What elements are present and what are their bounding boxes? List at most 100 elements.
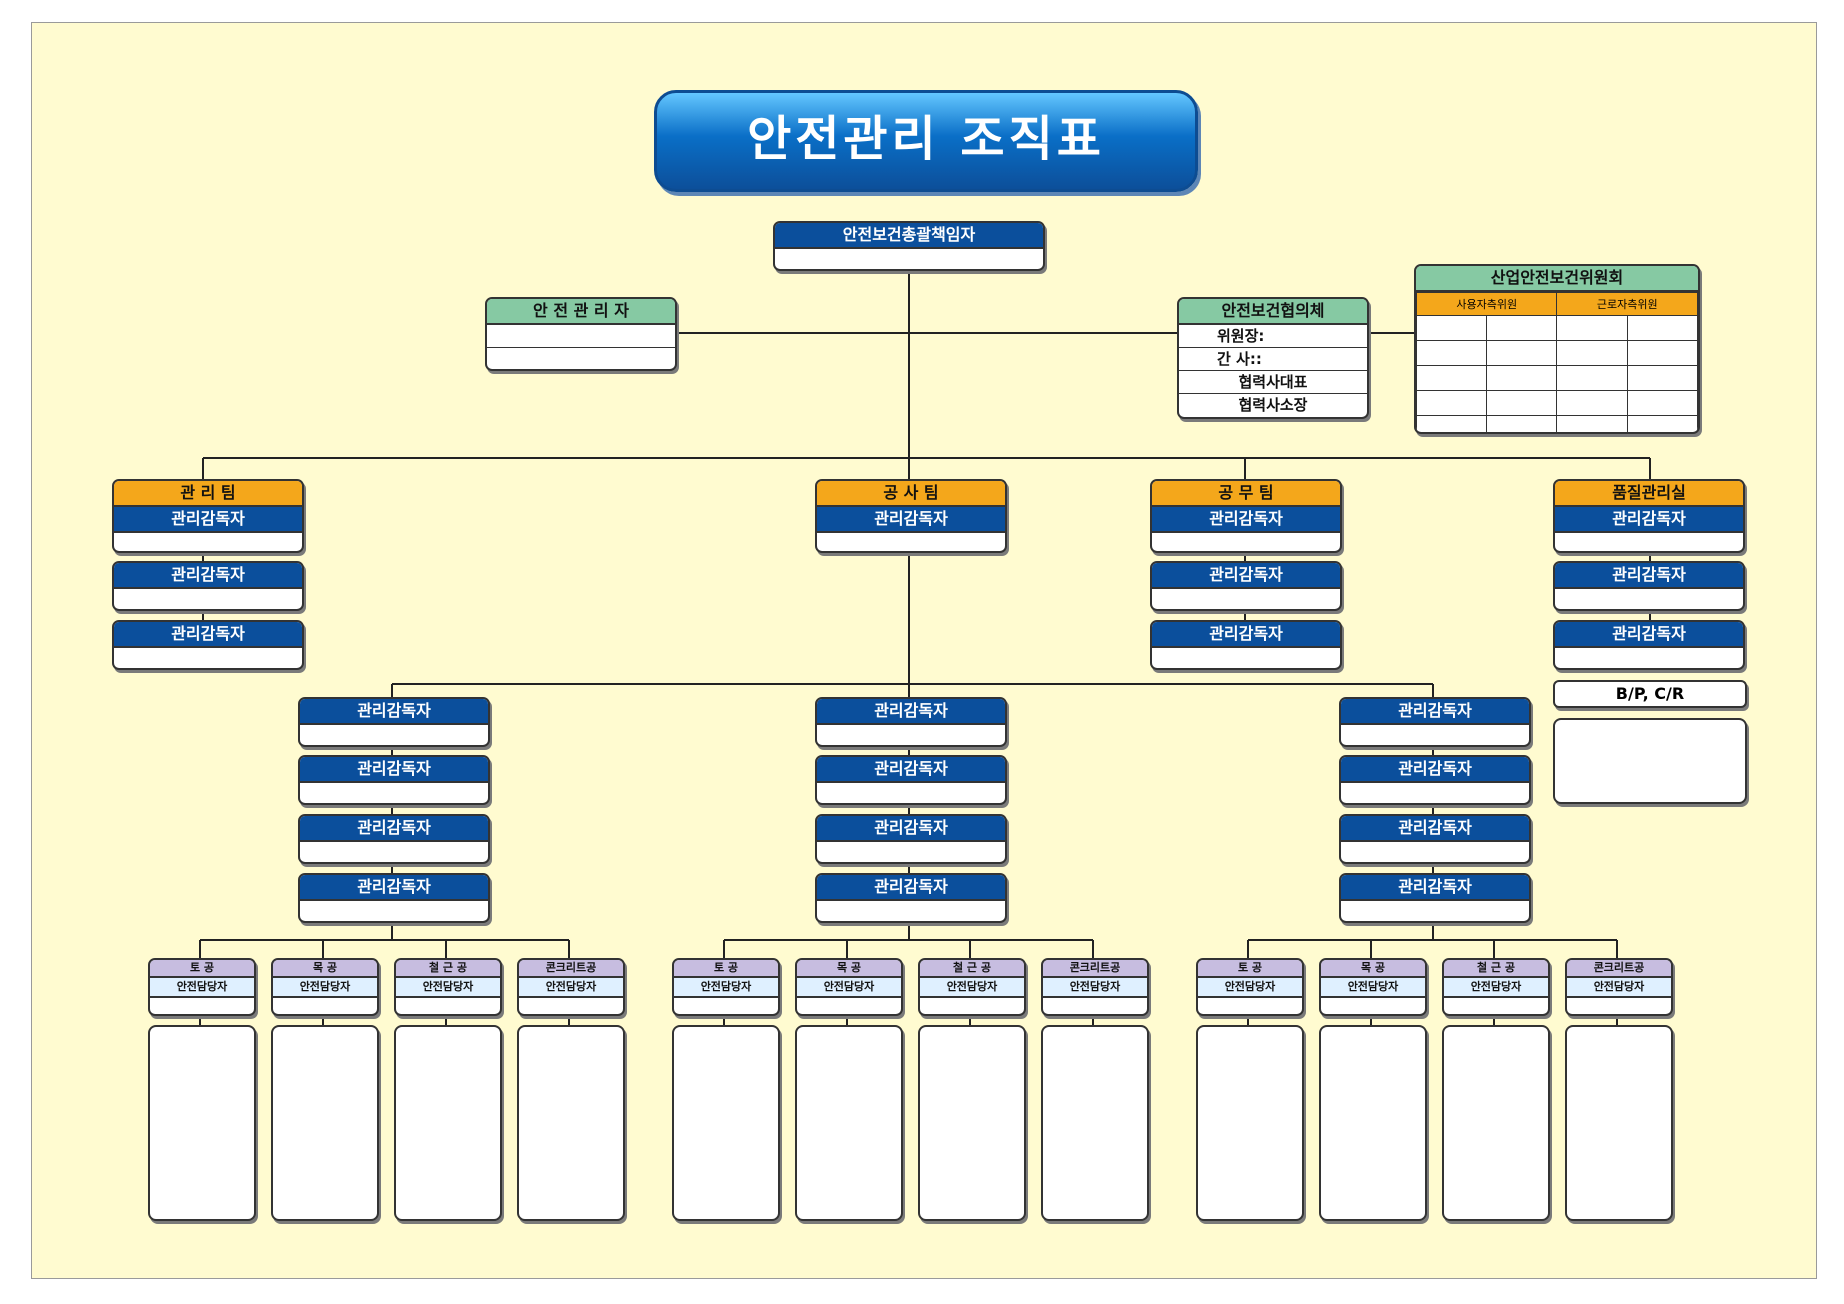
supervisor-box-quality-3: 관리감독자	[1553, 620, 1745, 670]
council-row-partner-rep: 협력사대표	[1179, 371, 1367, 394]
trade-role: 안전담당자	[396, 978, 500, 998]
supervisor-label: 관리감독자	[114, 507, 302, 533]
bp-cr-label: B/P, C/R	[1553, 680, 1747, 708]
trade-detail-box-2-2	[795, 1025, 903, 1221]
trade-name: 토 공	[150, 960, 254, 978]
supervisor-box-public-3: 관리감독자	[1150, 620, 1342, 670]
industrial-safety-committee-box: 산업안전보건위원회 사용자측위원 근로자측위원	[1414, 264, 1700, 434]
general-manager-title: 안전보건총괄책임자	[775, 223, 1043, 249]
trade-name: 철 근 공	[396, 960, 500, 978]
trade-detail-box-3-3	[1442, 1025, 1550, 1221]
council-row-partner-manager: 협력사소장	[1238, 396, 1308, 414]
trade-name: 콘크리트공	[1043, 960, 1147, 978]
supervisor-label: 관리감독자	[1152, 507, 1340, 533]
team-box-management: 관 리 팀 관리감독자	[112, 479, 304, 553]
trade-detail-box-1-1	[148, 1025, 256, 1221]
supervisor-label: 관리감독자	[114, 563, 302, 589]
trade-name: 목 공	[1321, 960, 1425, 978]
trade-name: 철 근 공	[1444, 960, 1548, 978]
team-box-construction: 공 사 팀 관리감독자	[815, 479, 1007, 553]
supervisor-label: 관리감독자	[1555, 563, 1743, 589]
council-title: 안전보건협의체	[1179, 299, 1367, 325]
trade-detail-box-3-1	[1196, 1025, 1304, 1221]
trade-role: 안전담당자	[150, 978, 254, 998]
supervisor-label: 관리감독자	[817, 875, 1005, 901]
trade-name: 철 근 공	[920, 960, 1024, 978]
supervisor-box-center-2: 관리감독자	[815, 755, 1007, 805]
trade-detail-box-2-4	[1041, 1025, 1149, 1221]
supervisor-box-quality-2: 관리감독자	[1553, 561, 1745, 611]
general-manager-box: 안전보건총괄책임자	[773, 221, 1045, 271]
trade-detail-box-2-3	[918, 1025, 1026, 1221]
supervisor-box-right-1: 관리감독자	[1339, 697, 1531, 747]
council-row-secretary: 간 사::	[1179, 348, 1367, 371]
supervisor-box-left-1: 관리감독자	[298, 697, 490, 747]
council-row-chair: 위원장:	[1179, 325, 1367, 348]
supervisor-label: 관리감독자	[300, 875, 488, 901]
supervisor-box-center-3: 관리감독자	[815, 814, 1007, 864]
supervisor-label: 관리감독자	[1555, 507, 1743, 533]
trade-role: 안전담당자	[1198, 978, 1302, 998]
trade-name: 토 공	[1198, 960, 1302, 978]
trade-detail-box-2-1	[672, 1025, 780, 1221]
trade-role: 안전담당자	[797, 978, 901, 998]
trade-role: 안전담당자	[1567, 978, 1671, 998]
supervisor-label: 관리감독자	[1152, 622, 1340, 648]
safety-health-council-box: 안전보건협의체 위원장: 간 사:: 협력사대표 협력사소장	[1177, 297, 1369, 419]
supervisor-box-center-1: 관리감독자	[815, 697, 1007, 747]
team-box-public-works: 공 무 팀 관리감독자	[1150, 479, 1342, 553]
supervisor-label: 관리감독자	[1341, 757, 1529, 783]
supervisor-label: 관리감독자	[817, 816, 1005, 842]
team-name: 관 리 팀	[114, 481, 302, 507]
team-name: 품질관리실	[1555, 481, 1743, 507]
team-box-quality: 품질관리실 관리감독자	[1553, 479, 1745, 553]
safety-manager-title: 안 전 관 리 자	[487, 299, 675, 325]
supervisor-box-public-2: 관리감독자	[1150, 561, 1342, 611]
trade-role: 안전담당자	[920, 978, 1024, 998]
trade-name: 목 공	[797, 960, 901, 978]
team-name: 공 무 팀	[1152, 481, 1340, 507]
supervisor-label: 관리감독자	[1152, 563, 1340, 589]
safety-manager-box: 안 전 관 리 자	[485, 297, 677, 371]
trade-role: 안전담당자	[519, 978, 623, 998]
trade-detail-box-1-3	[394, 1025, 502, 1221]
supervisor-box-right-2: 관리감독자	[1339, 755, 1531, 805]
supervisor-label: 관리감독자	[1341, 875, 1529, 901]
trade-name: 콘크리트공	[1567, 960, 1671, 978]
trade-name: 콘크리트공	[519, 960, 623, 978]
trade-name: 목 공	[273, 960, 377, 978]
trade-role: 안전담당자	[1444, 978, 1548, 998]
trade-role: 안전담당자	[674, 978, 778, 998]
trade-detail-box-1-2	[271, 1025, 379, 1221]
supervisor-label: 관리감독자	[817, 507, 1005, 533]
trade-name: 토 공	[674, 960, 778, 978]
supervisor-box-right-3: 관리감독자	[1339, 814, 1531, 864]
trade-role: 안전담당자	[1321, 978, 1425, 998]
committee-table: 사용자측위원 근로자측위원	[1416, 292, 1698, 432]
trade-detail-box-1-4	[517, 1025, 625, 1221]
supervisor-label: 관리감독자	[1341, 699, 1529, 725]
supervisor-box-mgmt-3: 관리감독자	[112, 620, 304, 670]
supervisor-box-mgmt-2: 관리감독자	[112, 561, 304, 611]
supervisor-box-left-4: 관리감독자	[298, 873, 490, 923]
supervisor-label: 관리감독자	[114, 622, 302, 648]
supervisor-box-left-3: 관리감독자	[298, 814, 490, 864]
trade-role: 안전담당자	[273, 978, 377, 998]
supervisor-label: 관리감독자	[1555, 622, 1743, 648]
committee-col-worker: 근로자측위원	[1556, 292, 1698, 316]
trade-detail-box-3-2	[1319, 1025, 1427, 1221]
quality-notes-box	[1553, 718, 1747, 804]
supervisor-label: 관리감독자	[1341, 816, 1529, 842]
supervisor-label: 관리감독자	[817, 699, 1005, 725]
